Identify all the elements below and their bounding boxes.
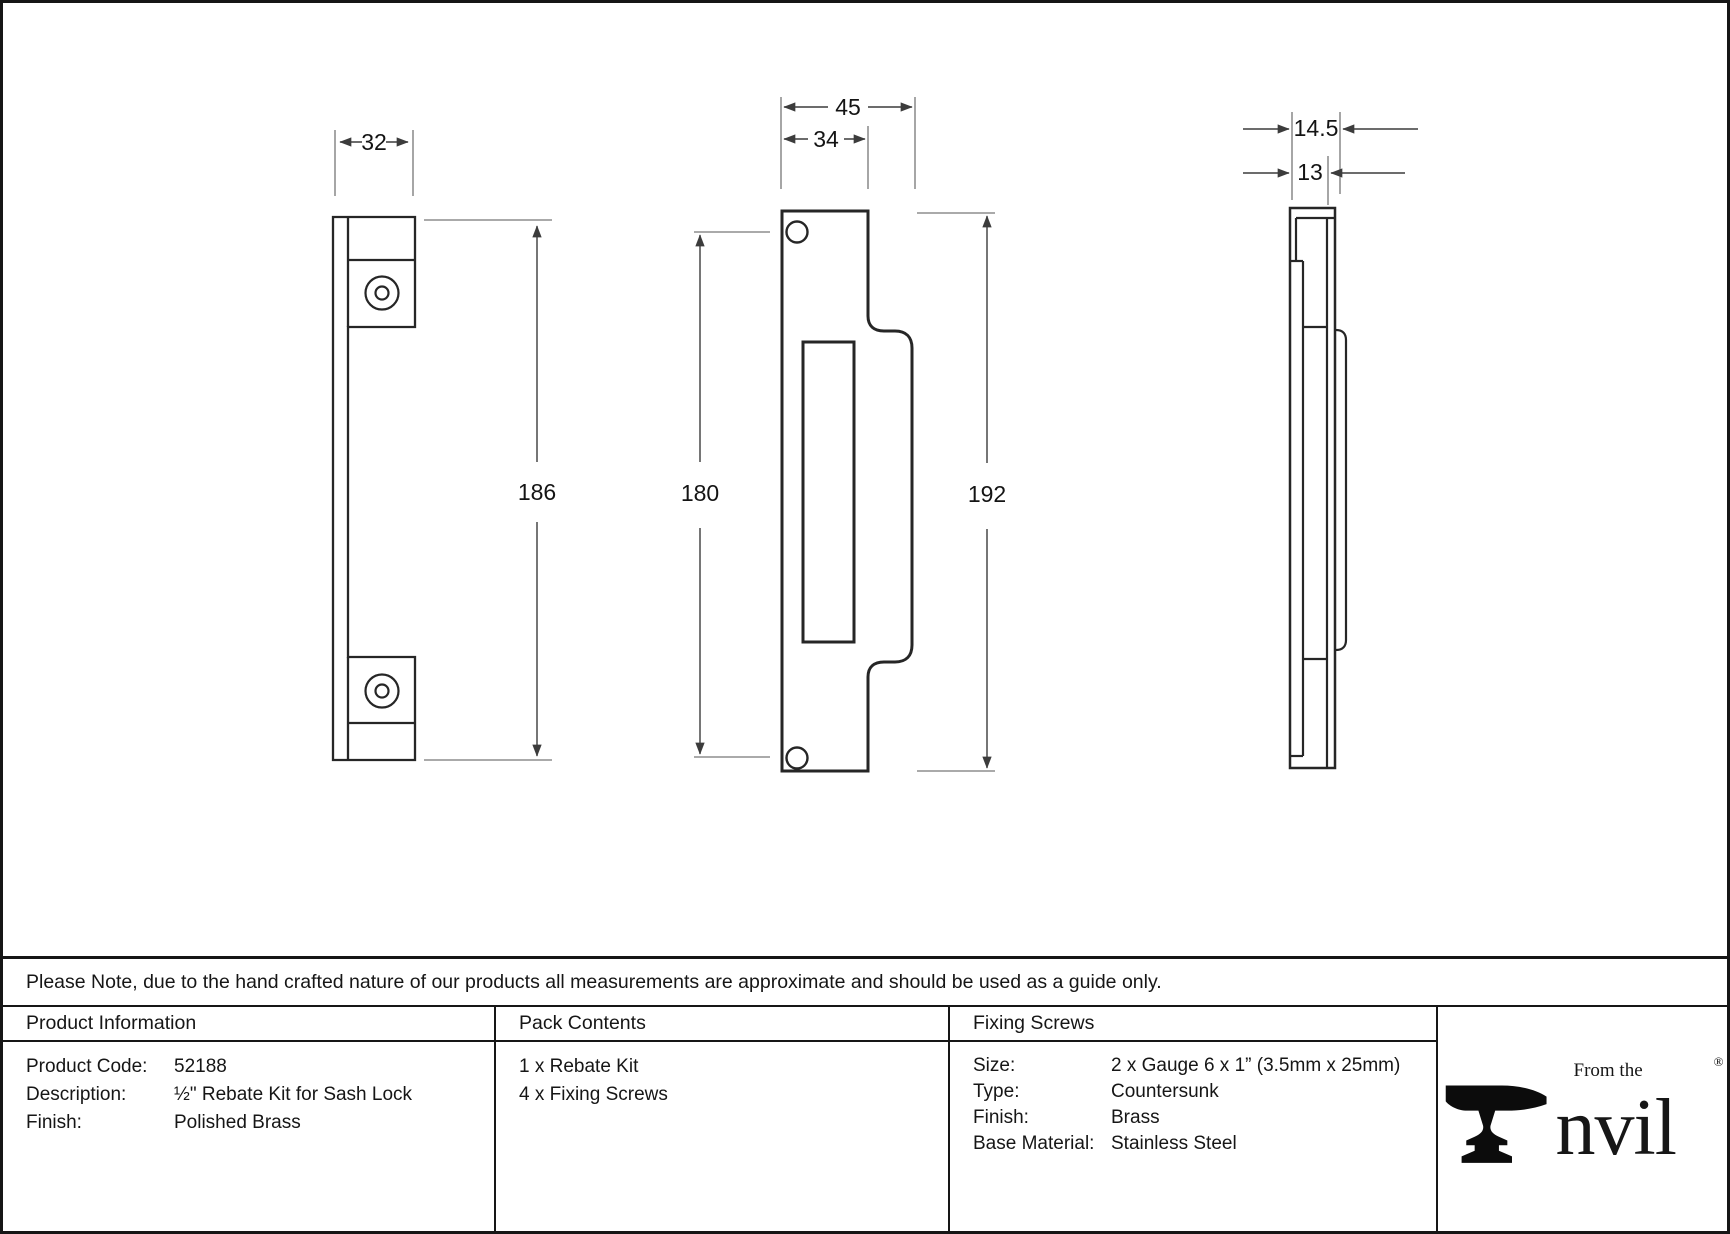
- dim-label-edge-plate-depth: 13: [1297, 159, 1323, 185]
- fixing-screws-header: Fixing Screws: [950, 1007, 1436, 1042]
- row-label: Product Code:: [26, 1056, 148, 1077]
- screw-hole: [364, 673, 400, 709]
- dim-label-side-height: 186: [518, 479, 556, 505]
- edge-view-overall-depth-dimension: 14.5: [1243, 112, 1418, 200]
- pack-contents-body: 1 x Rebate Kit 4 x Fixing Screws: [496, 1042, 948, 1231]
- table-row: Description: ½" Rebate Kit for Sash Lock: [26, 1081, 484, 1109]
- side-view-width-dimension: 32: [334, 129, 414, 196]
- row-label: Size:: [973, 1055, 1016, 1076]
- pack-contents-header: Pack Contents: [496, 1007, 948, 1042]
- edge-view-plate-depth-dimension: 13: [1243, 156, 1405, 205]
- latch-slot: [801, 340, 856, 644]
- table-row: Finish: Polished Brass: [26, 1109, 484, 1137]
- front-view-outline: [780, 209, 914, 773]
- front-view-height-dimension: 192: [917, 212, 1006, 772]
- technical-drawings: 32 186 45 34: [331, 94, 1418, 773]
- row-label: Description:: [26, 1084, 127, 1105]
- brand-logo-cell: From the ® nvil: [1438, 1007, 1727, 1231]
- row-label: Finish:: [973, 1107, 1029, 1128]
- row-value: ½" Rebate Kit for Sash Lock: [174, 1084, 413, 1105]
- front-view-drawing: [780, 209, 914, 773]
- dim-label-edge-overall-depth: 14.5: [1294, 115, 1339, 141]
- front-view-hole-spacing-dimension: 180: [681, 231, 770, 758]
- dim-label-front-overall-width: 45: [835, 94, 861, 120]
- side-view-outline: [331, 215, 417, 762]
- row-value: 52188: [174, 1056, 227, 1077]
- front-view-overall-width-dimension: 45: [780, 94, 916, 189]
- fixing-screws-body: Size: 2 x Gauge 6 x 1” (3.5mm x 25mm) Ty…: [950, 1042, 1436, 1231]
- table-row: Size: 2 x Gauge 6 x 1” (3.5mm x 25mm): [973, 1053, 1426, 1079]
- side-view-drawing: [331, 215, 417, 762]
- list-item: 1 x Rebate Kit: [519, 1056, 639, 1077]
- row-label: Type:: [973, 1081, 1020, 1102]
- fixing-screws-column: Fixing Screws Size: 2 x Gauge 6 x 1” (3.…: [950, 1007, 1438, 1231]
- row-value: Stainless Steel: [1111, 1133, 1237, 1154]
- screw-hole: [785, 220, 809, 244]
- product-information-body: Product Code: 52188 Description: ½" Reba…: [3, 1042, 494, 1231]
- dim-label-front-plate-width: 34: [813, 126, 839, 152]
- table-row: Product Code: 52188: [26, 1053, 484, 1081]
- screw-hole: [785, 746, 809, 770]
- anvil-icon: [1445, 1085, 1547, 1163]
- logo-from-the-text: From the: [1573, 1060, 1643, 1081]
- screw-hole-inner: [374, 285, 390, 301]
- table-row: Base Material: Stainless Steel: [973, 1131, 1426, 1157]
- edge-view-keep-tab: [1335, 328, 1348, 652]
- list-item: 4 x Fixing Screws: [519, 1084, 668, 1105]
- dim-label-front-height: 192: [968, 481, 1006, 507]
- row-value: Countersunk: [1111, 1081, 1219, 1102]
- front-view-plate-width-dimension: 34: [783, 126, 869, 189]
- screw-hole: [364, 275, 400, 311]
- anvil-logo: From the ® nvil: [1442, 1054, 1724, 1180]
- row-label: Base Material:: [973, 1133, 1095, 1154]
- measurement-note-text: Please Note, due to the hand crafted nat…: [26, 970, 1162, 993]
- pack-contents-column: Pack Contents 1 x Rebate Kit 4 x Fixing …: [496, 1007, 950, 1231]
- table-row: Type: Countersunk: [973, 1079, 1426, 1105]
- side-view-height-dimension: 186: [424, 219, 556, 761]
- edge-view-drawing: [1288, 206, 1348, 770]
- logo-anvil-text: nvil: [1555, 1084, 1677, 1172]
- dim-label-side-width: 32: [361, 129, 387, 155]
- dim-label-front-hole-spacing: 180: [681, 480, 719, 506]
- row-label: Finish:: [26, 1112, 82, 1133]
- row-value: 2 x Gauge 6 x 1” (3.5mm x 25mm): [1111, 1055, 1401, 1076]
- table-row: Finish: Brass: [973, 1105, 1426, 1131]
- measurement-note-bar: Please Note, due to the hand crafted nat…: [3, 956, 1727, 1007]
- row-value: Polished Brass: [174, 1112, 301, 1133]
- edge-view-outline: [1288, 206, 1337, 770]
- registered-trademark-symbol: ®: [1713, 1054, 1724, 1069]
- product-information-header: Product Information: [3, 1007, 494, 1042]
- screw-hole-inner: [374, 683, 390, 699]
- row-value: Brass: [1111, 1107, 1160, 1128]
- product-info-table: Product Information Product Code: 52188 …: [3, 1007, 1727, 1231]
- product-information-column: Product Information Product Code: 52188 …: [3, 1007, 496, 1231]
